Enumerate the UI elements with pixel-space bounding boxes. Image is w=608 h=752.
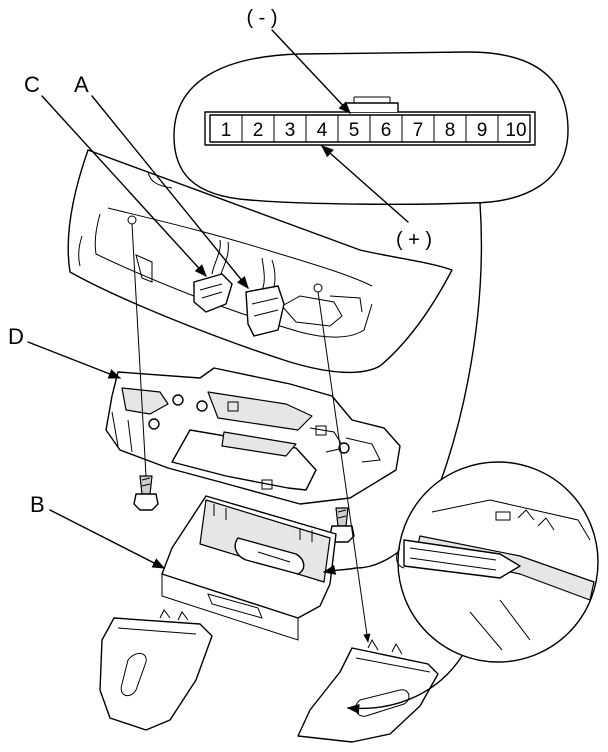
mounting-bolt-left (133, 475, 159, 511)
lens-cover-left (99, 609, 213, 731)
callout-b: B (30, 492, 45, 517)
pin-7: 7 (413, 120, 424, 141)
pin-cells (241, 115, 499, 142)
connector-c-on-headliner (193, 239, 233, 313)
pin-9: 9 (477, 120, 488, 141)
pin-6: 6 (381, 120, 392, 141)
negative-terminal-leader (271, 29, 351, 114)
connector-pinout-bubble: 1 2 3 4 5 6 7 8 9 10 ( - ) ( + ) (173, 7, 569, 575)
clip-release-detail-circle (346, 461, 599, 714)
guide-right-clip (317, 291, 371, 643)
callout-c: C (24, 72, 40, 97)
bracket-d (105, 367, 401, 505)
pin-10: 10 (505, 120, 526, 141)
pin-5: 5 (349, 120, 360, 141)
pin-2: 2 (253, 120, 264, 141)
callouts: C A D B (8, 72, 249, 569)
mounting-bolt-right (329, 507, 355, 543)
pin-4: 4 (317, 120, 328, 141)
pin-3: 3 (285, 120, 296, 141)
callout-d: D (8, 324, 24, 349)
alignment-guides (127, 215, 371, 643)
connector-a-on-headliner (245, 257, 285, 337)
lamp-housing-b (161, 495, 337, 641)
roof-headliner (67, 149, 453, 374)
positive-terminal-leader (321, 145, 409, 223)
callout-a: A (74, 72, 89, 97)
guide-left-bolt (131, 223, 147, 477)
positive-terminal-label: ( + ) (396, 229, 432, 251)
negative-terminal-label: ( - ) (246, 7, 277, 29)
lens-cover-right (297, 638, 439, 743)
pin-8: 8 (445, 120, 456, 141)
pin-1: 1 (221, 120, 232, 141)
